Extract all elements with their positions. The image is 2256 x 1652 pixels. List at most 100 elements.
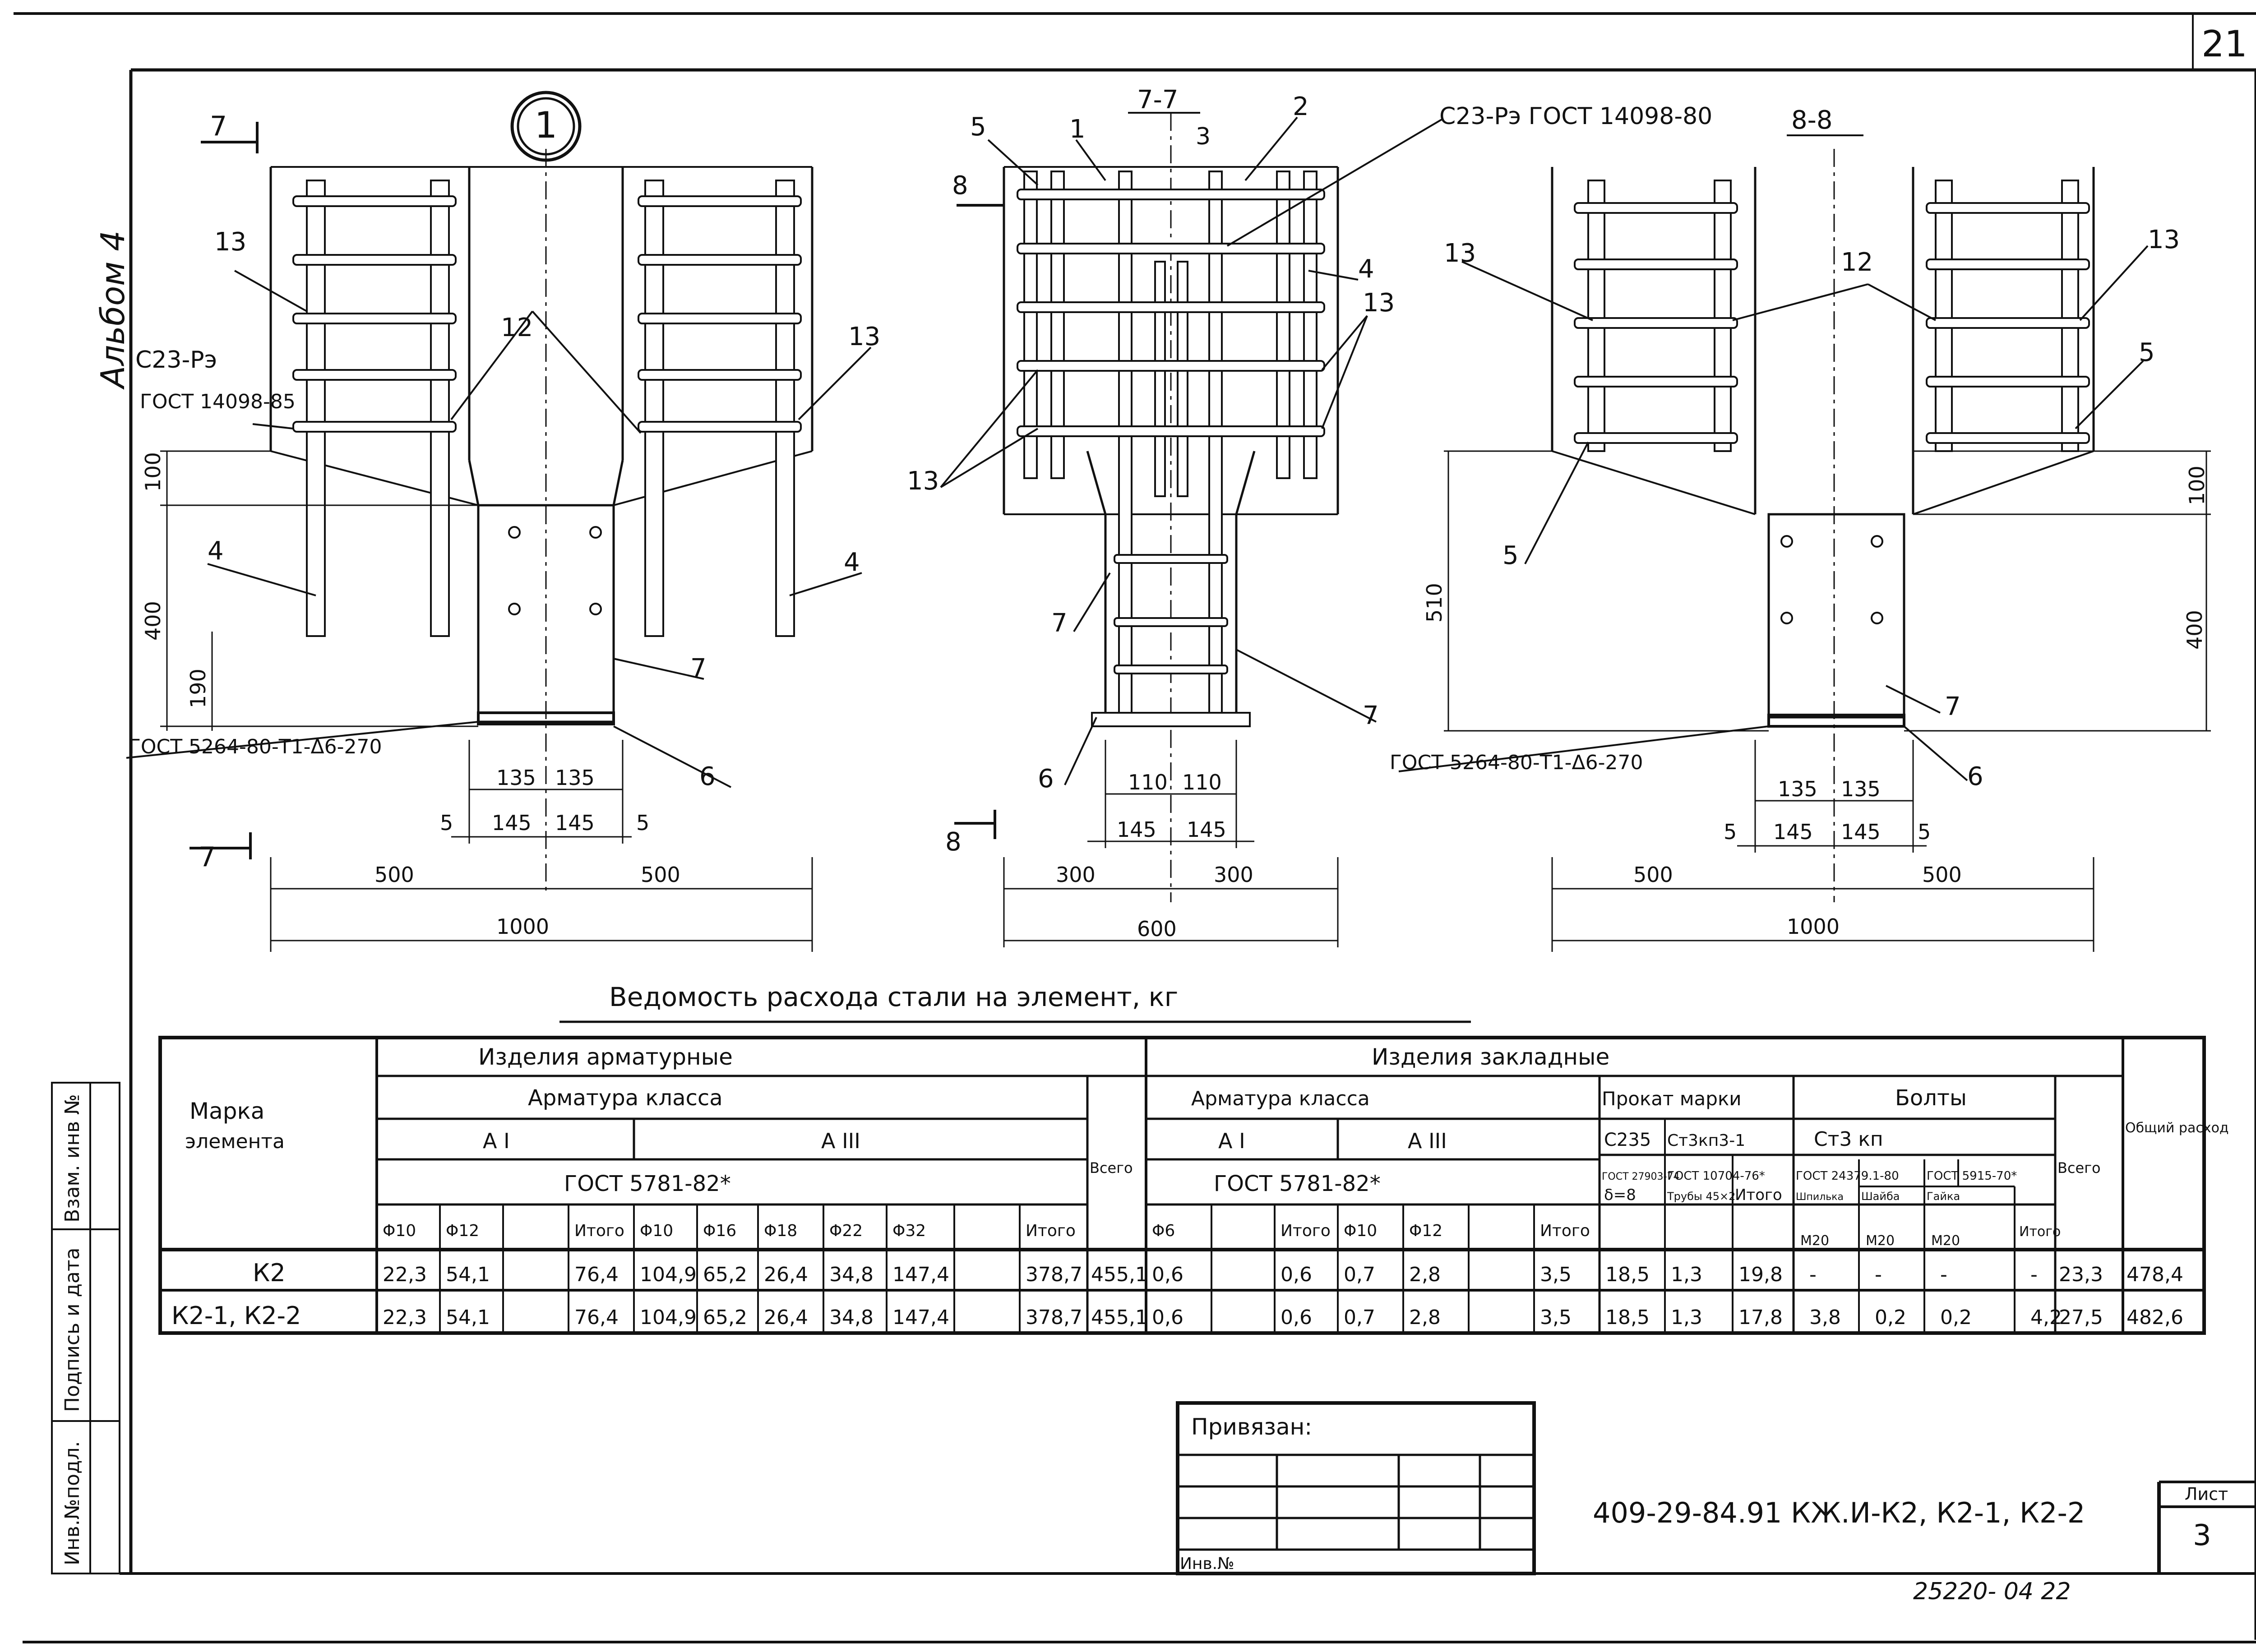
view2-weld-label: С23-Рэ ГОСТ 14098-80 <box>1439 103 1712 130</box>
th-ai: А I <box>483 1129 510 1153</box>
view1-dim-500a: 500 <box>374 863 414 887</box>
table-text: Изделия арматурные Изделия закладные Мар… <box>171 1044 2229 1330</box>
th-bolts: Болты <box>1895 1085 1967 1111</box>
cell-b: 0,6 <box>1281 1263 1312 1286</box>
view2-dim-600: 600 <box>1137 917 1177 941</box>
th-tube: Трубы 45×2 <box>1667 1190 1735 1203</box>
cell-total: 478,4 <box>2127 1263 2183 1286</box>
view-7-7 <box>940 112 1442 947</box>
view1-dim-5b: 5 <box>636 811 649 835</box>
view2-callout-7a: 7 <box>1051 609 1068 638</box>
th-itogo-d: Итого <box>2019 1224 2061 1240</box>
cell-a: 65,2 <box>703 1306 747 1329</box>
view1-dim-400: 400 <box>141 601 165 641</box>
cell-b: 0,6 <box>1152 1306 1183 1329</box>
view3-dim-145a: 145 <box>1773 820 1813 844</box>
cell-a: 26,4 <box>764 1263 808 1286</box>
view2-section-mark-bottom: 8 <box>945 827 962 857</box>
view3-callout-12: 12 <box>1841 248 1873 277</box>
th-m20b: М20 <box>1866 1233 1895 1249</box>
cell-d: - <box>1875 1263 1882 1286</box>
view1-callout-6: 6 <box>699 762 716 791</box>
th-zak: Изделия закладные <box>1372 1044 1609 1070</box>
cell-b: 0,6 <box>1281 1306 1312 1329</box>
th-itogo-c: Итого <box>1735 1186 1782 1204</box>
view3-dim-5b: 5 <box>1918 820 1931 844</box>
col-header-b: Итого <box>1540 1222 1590 1240</box>
th-vsego2: Всего <box>2057 1159 2101 1177</box>
view2-callout-3: 3 <box>1196 123 1211 150</box>
th-gost2: ГОСТ 5781-82* <box>1214 1171 1381 1196</box>
th-gost: ГОСТ 5781-82* <box>564 1171 731 1196</box>
col-header-a: Φ10 <box>640 1222 673 1240</box>
th-pin: Шпилька <box>1796 1191 1844 1203</box>
view1-dim-100: 100 <box>141 452 165 492</box>
th-prokat: Прокат марки <box>1602 1088 1742 1110</box>
view3-plate-gost: ГОСТ 5264-80-Т1-Δ6-270 <box>1390 751 1643 774</box>
col-header-a: Φ22 <box>829 1222 863 1240</box>
cell-a: 378,7 <box>1026 1306 1082 1329</box>
view2-callout-6: 6 <box>1038 764 1054 794</box>
view2-title: 7-7 <box>1137 85 1178 115</box>
view1-callout-4b: 4 <box>844 548 860 577</box>
cell-b: 3,5 <box>1540 1263 1572 1286</box>
cell-a: 34,8 <box>829 1263 874 1286</box>
cell-vsego: 455,1 <box>1091 1263 1148 1286</box>
view-8-8 <box>1398 134 2211 952</box>
th-gost-b2: ГОСТ 5915-70* <box>1927 1169 2017 1183</box>
cell-a: 22,3 <box>383 1306 427 1329</box>
th-washer: Шайба <box>1861 1190 1900 1203</box>
cell-d: 3,8 <box>1809 1306 1841 1329</box>
cell-c: 18,5 <box>1605 1263 1650 1286</box>
view3-dim-400: 400 <box>2182 610 2207 650</box>
view1-callout-12: 12 <box>501 313 533 342</box>
cell-a: 54,1 <box>446 1306 490 1329</box>
bottom-code: 25220- 04 22 <box>1913 1578 2071 1605</box>
view1-dim-190: 190 <box>186 669 210 708</box>
cell-c: 18,5 <box>1605 1306 1650 1329</box>
th-d8: δ=8 <box>1604 1186 1636 1204</box>
col-header-a: Φ18 <box>764 1222 797 1240</box>
th-total: Общий расход <box>2125 1120 2229 1136</box>
col-header-b: Φ12 <box>1409 1222 1442 1240</box>
th-vsego: Всего <box>1090 1159 1133 1177</box>
row-mark: К2 <box>253 1259 286 1287</box>
cell-d: - <box>2030 1263 2038 1286</box>
cell-c: 1,3 <box>1671 1263 1702 1286</box>
view2-dim-145a: 145 <box>1117 817 1156 842</box>
view1-dim-145a: 145 <box>492 811 532 835</box>
table-grid <box>158 1036 2206 1335</box>
view-1: 1 7 7 <box>126 91 872 952</box>
cell-b: 0,7 <box>1344 1263 1375 1286</box>
col-header-a: Итого <box>1026 1222 1076 1240</box>
cell-a: 378,7 <box>1026 1263 1082 1286</box>
col-header-a: Φ10 <box>383 1222 416 1240</box>
cell-c: 19,8 <box>1738 1263 1783 1286</box>
side-stamp <box>51 1082 120 1574</box>
col-header-a: Итого <box>574 1222 624 1240</box>
cell-a: 147,4 <box>892 1306 949 1329</box>
view2-dim-110a: 110 <box>1128 770 1168 794</box>
sheet-number: 3 <box>2193 1519 2211 1552</box>
view3-dim-135a: 135 <box>1778 777 1817 801</box>
view1-circle-label: 1 <box>535 104 558 146</box>
view1-dim-145b: 145 <box>555 811 595 835</box>
view3-callout-5b: 5 <box>1502 541 1519 570</box>
cell-vsego2: 27,5 <box>2059 1306 2103 1329</box>
view2-section-mark-top: 8 <box>952 171 968 200</box>
cell-c: 1,3 <box>1671 1306 1702 1329</box>
cell-vsego: 455,1 <box>1091 1306 1148 1329</box>
view3-callout-7: 7 <box>1945 692 1961 721</box>
cell-a: 26,4 <box>764 1306 808 1329</box>
table-title: Ведомость расхода стали на элемент, кг <box>609 982 1178 1012</box>
col-header-a: Φ16 <box>703 1222 736 1240</box>
view2-dim-110b: 110 <box>1182 770 1222 794</box>
view2-callout-13b: 13 <box>907 466 939 496</box>
corner-sheet-number: 21 <box>2201 23 2247 65</box>
view1-section-top: 7 <box>210 111 227 142</box>
cell-a: 76,4 <box>574 1263 619 1286</box>
cell-a: 147,4 <box>892 1263 949 1286</box>
project-code: 409-29-84.91 КЖ.И-К2, К2-1, К2-2 <box>1593 1496 2085 1529</box>
col-header-b: Итого <box>1281 1222 1331 1240</box>
cell-d: - <box>1809 1263 1817 1286</box>
